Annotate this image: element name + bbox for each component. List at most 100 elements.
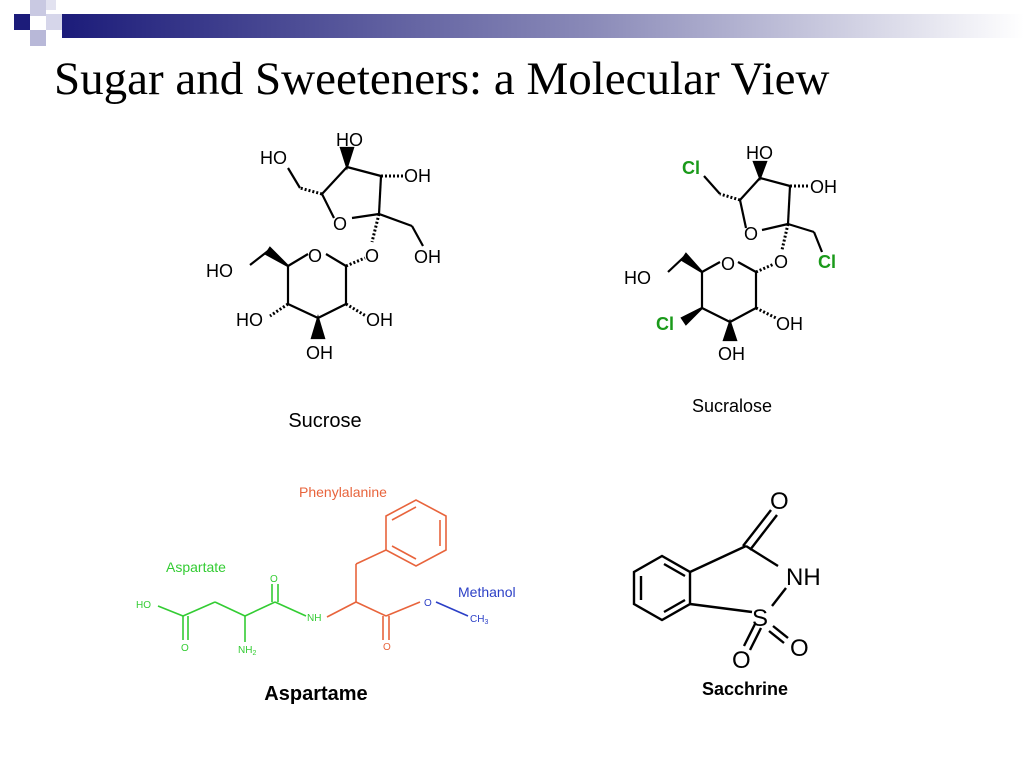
bond xyxy=(787,222,815,234)
part-label: Methanol xyxy=(458,584,516,600)
bond xyxy=(249,250,269,266)
atom-label: OH xyxy=(366,310,393,330)
bond xyxy=(346,165,382,178)
bond xyxy=(772,625,789,639)
bond xyxy=(377,175,383,215)
atom-label: HO xyxy=(136,600,151,611)
aspartate-labels: HO O NH2 O NH Aspartate xyxy=(136,559,321,657)
atom-label: O xyxy=(181,643,189,654)
bond xyxy=(703,175,721,195)
sucrose-labels: HO HO OH O O OH HO O HO OH OH xyxy=(206,130,441,363)
bond xyxy=(701,261,721,273)
bond xyxy=(738,199,748,229)
atom-label: HO xyxy=(260,148,287,168)
atom-label: O xyxy=(732,647,751,674)
bond xyxy=(411,225,424,247)
atom-label: HO xyxy=(336,130,363,150)
bond xyxy=(244,601,276,617)
bond xyxy=(435,601,469,617)
sucralose-labels: HO Cl OH O O Cl HO O Cl OH OH xyxy=(624,143,837,364)
sucrose-caption: Sucrose xyxy=(288,410,361,432)
atom-label: O xyxy=(774,252,788,272)
atom-label: O xyxy=(424,598,432,609)
hash-bond xyxy=(780,223,790,251)
atom-label: O xyxy=(333,214,347,234)
atom-label: CH3 xyxy=(470,614,488,626)
saccharine-structure xyxy=(632,509,789,651)
bond xyxy=(768,630,785,644)
bond xyxy=(742,623,757,647)
wedge-bond xyxy=(722,318,738,342)
wedge-bond xyxy=(339,146,355,171)
atom-label: OH xyxy=(718,344,745,364)
atom-label: O xyxy=(365,246,379,266)
bond xyxy=(385,601,421,617)
saccharine-labels: O NH S O O xyxy=(732,488,821,674)
atom-label: OH xyxy=(810,177,837,197)
bond xyxy=(759,176,791,188)
atom-label: O xyxy=(383,642,391,653)
benzene-ring xyxy=(632,554,692,622)
bond xyxy=(214,601,246,617)
atom-label: Cl xyxy=(682,158,700,178)
bond xyxy=(274,601,307,617)
atom-label: Cl xyxy=(656,314,674,334)
wedge-bond xyxy=(680,252,703,273)
aspartame-caption: Aspartame xyxy=(264,683,367,705)
header-decoration xyxy=(14,0,1024,46)
bond xyxy=(391,545,417,560)
bond xyxy=(317,303,347,319)
methanol-labels: O CH3 Methanol xyxy=(424,584,516,626)
hash-bond xyxy=(345,256,366,268)
bond xyxy=(749,514,778,551)
bond xyxy=(157,605,184,617)
atom-label: O xyxy=(790,635,809,662)
atom-label: O xyxy=(308,246,322,266)
wedge-bond xyxy=(310,314,326,340)
atom-subscript: 3 xyxy=(484,619,488,626)
bond xyxy=(287,253,309,267)
slide-title: Sugar and Sweeteners: a Molecular View xyxy=(54,53,830,105)
atom-label: HO xyxy=(746,143,773,163)
sucralose-caption: Sucralose xyxy=(692,396,772,416)
header-square-1 xyxy=(14,14,30,30)
atom-symbol: NH xyxy=(238,645,252,656)
hash-bond xyxy=(299,186,323,196)
hash-bond xyxy=(269,302,289,318)
atom-label: HO xyxy=(236,310,263,330)
sucrose-structure xyxy=(249,146,424,340)
bond xyxy=(325,253,347,267)
atom-label: OH xyxy=(414,247,441,267)
bond xyxy=(812,231,824,253)
atom-label: NH xyxy=(786,564,821,591)
bond xyxy=(737,261,757,273)
atom-label: O xyxy=(770,488,789,515)
atom-label: S xyxy=(752,605,768,632)
bond xyxy=(663,598,686,614)
wedge-bond xyxy=(752,160,768,182)
part-label: Phenylalanine xyxy=(299,484,387,500)
wedge-bond xyxy=(680,307,703,326)
atom-label: NH2 xyxy=(238,645,256,657)
sucralose-structure xyxy=(667,160,824,342)
header-gradient-bar xyxy=(62,14,1024,38)
bond xyxy=(748,627,763,651)
atom-label: O xyxy=(721,254,735,274)
bond xyxy=(351,212,380,220)
bond xyxy=(321,193,335,219)
bond xyxy=(355,549,387,565)
hash-bond xyxy=(755,262,775,274)
header-square-5 xyxy=(46,0,56,10)
atom-label: OH xyxy=(306,343,333,363)
atom-label: O xyxy=(744,224,758,244)
bond xyxy=(182,601,216,617)
bond xyxy=(287,303,319,319)
atom-label: Cl xyxy=(818,252,836,272)
atom-label: OH xyxy=(404,166,431,186)
phenylalanine-structure xyxy=(326,499,447,640)
bond xyxy=(287,167,301,189)
atom-label: O xyxy=(270,574,278,585)
bond xyxy=(663,562,686,578)
hash-bond xyxy=(755,306,777,320)
